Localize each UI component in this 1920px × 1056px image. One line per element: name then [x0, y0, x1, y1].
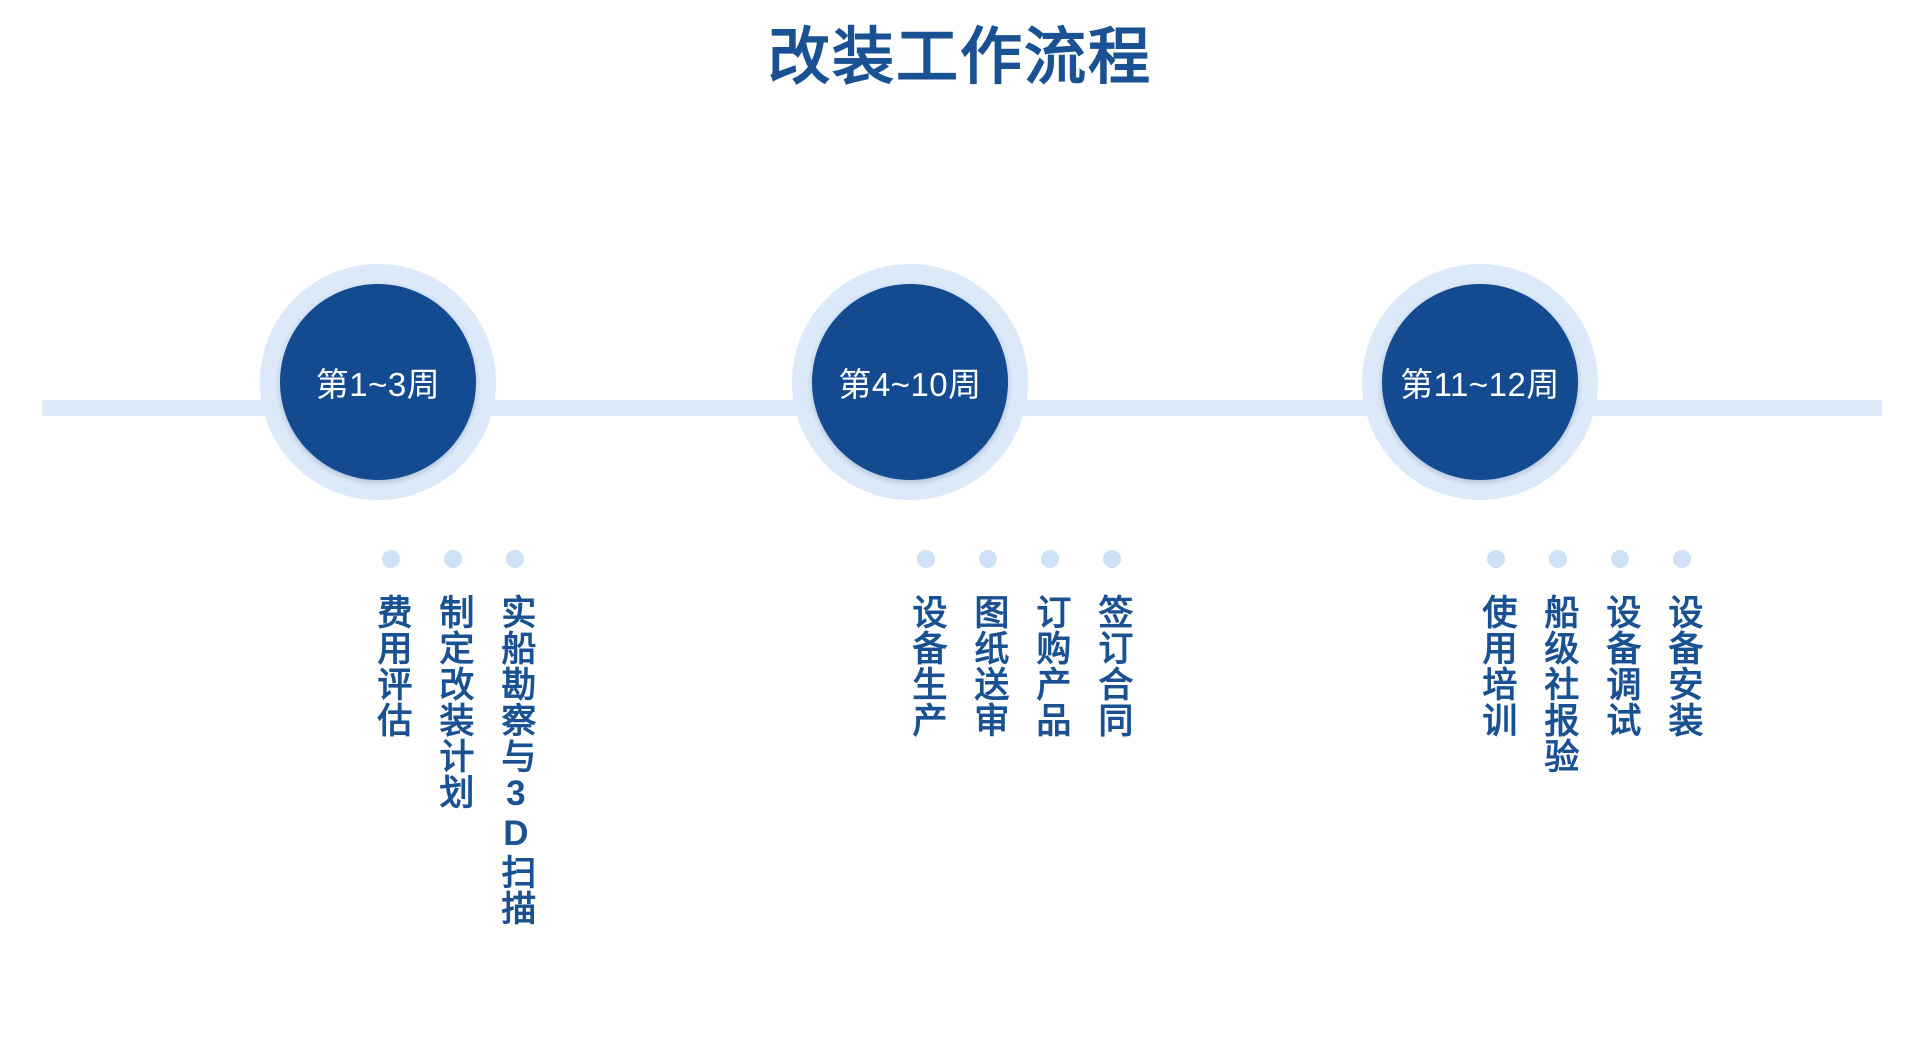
stage-3-item-2-label: 设备调试 [1601, 594, 1641, 738]
stage-1-item-1[interactable]: 实船勘察与3D扫描 [484, 550, 546, 926]
stage-1-items: 实船勘察与3D扫描 制定改装计划 费用评估 [360, 550, 546, 926]
page-title: 改装工作流程 [767, 23, 1152, 92]
stage-1-circle-label: 第1~3周 [315, 366, 441, 403]
stage-1-item-3[interactable]: 费用评估 [360, 550, 422, 738]
stage-1-circle-ring: 第1~3周 [260, 264, 496, 500]
stage-3-item-4[interactable]: 使用培训 [1465, 550, 1527, 738]
stage-2-item-4-label: 设备生产 [907, 594, 947, 738]
stage-1-item-3-label: 费用评估 [372, 594, 412, 738]
stage-3-item-1-label: 设备安装 [1663, 594, 1703, 738]
bullet-dot-icon [1673, 550, 1691, 568]
stage-1-item-2-label: 制定改装计划 [434, 594, 474, 810]
stage-3-items: 设备安装 设备调试 船级社报验 使用培训 [1465, 550, 1713, 774]
bullet-dot-icon [917, 550, 935, 568]
stage-2-item-2-label: 订购产品 [1031, 594, 1071, 738]
stage-3-item-2[interactable]: 设备调试 [1589, 550, 1651, 738]
bullet-dot-icon [444, 550, 462, 568]
stage-1-circle[interactable]: 第1~3周 [280, 284, 476, 480]
stage-2-item-1[interactable]: 签订合同 [1081, 550, 1143, 738]
stage-2-item-2[interactable]: 订购产品 [1019, 550, 1081, 738]
stage-3-item-3[interactable]: 船级社报验 [1527, 550, 1589, 774]
stage-2-item-3[interactable]: 图纸送审 [957, 550, 1019, 738]
bullet-dot-icon [1549, 550, 1567, 568]
stage-1-item-1-label: 实船勘察与3D扫描 [496, 594, 536, 926]
stage-3-item-1[interactable]: 设备安装 [1651, 550, 1713, 738]
bullet-dot-icon [1611, 550, 1629, 568]
stage-2-circle-ring: 第4~10周 [792, 264, 1028, 500]
stage-1-item-2[interactable]: 制定改装计划 [422, 550, 484, 810]
stage-3-circle-label: 第11~12周 [1400, 366, 1560, 403]
stage-2-circle-label: 第4~10周 [838, 366, 982, 403]
stage-2-circle[interactable]: 第4~10周 [812, 284, 1008, 480]
stage-3-circle-ring: 第11~12周 [1362, 264, 1598, 500]
stage-3-item-4-label: 使用培训 [1477, 594, 1517, 738]
bullet-dot-icon [979, 550, 997, 568]
stage-3-circle[interactable]: 第11~12周 [1382, 284, 1578, 480]
bullet-dot-icon [1041, 550, 1059, 568]
bullet-dot-icon [506, 550, 524, 568]
bullet-dot-icon [1103, 550, 1121, 568]
bullet-dot-icon [1487, 550, 1505, 568]
stage-2-item-4[interactable]: 设备生产 [895, 550, 957, 738]
stage-2-item-3-label: 图纸送审 [969, 594, 1009, 738]
stage-2-items: 签订合同 订购产品 图纸送审 设备生产 [895, 550, 1143, 738]
stage-3-item-3-label: 船级社报验 [1539, 594, 1579, 774]
stage-2-item-1-label: 签订合同 [1093, 594, 1133, 738]
bullet-dot-icon [382, 550, 400, 568]
